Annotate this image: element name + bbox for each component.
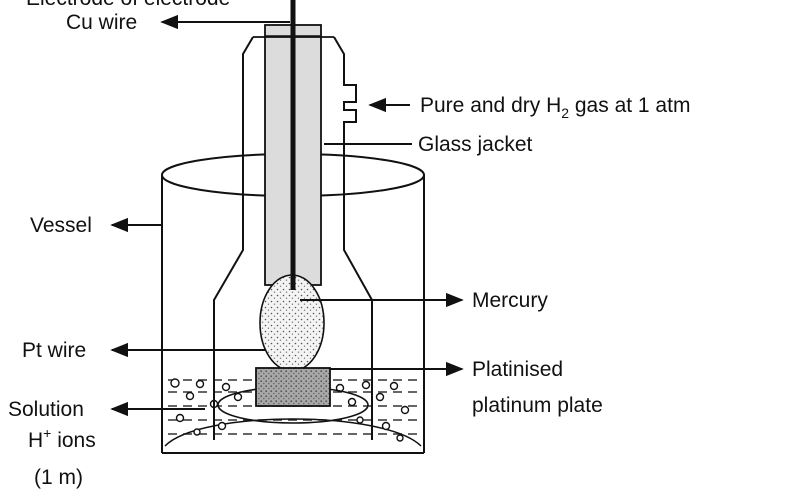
label-solution: Solution [8,398,84,421]
leader-arrows [110,14,464,417]
label-vessel: Vessel [30,214,92,237]
label-glass-jacket: Glass jacket [418,133,533,156]
label-cu-wire: Cu wire [66,11,137,34]
label-hplus-ions: H+ ions [28,425,96,452]
solution-bottom-curve [164,418,422,447]
hplus-superscript: + [43,425,51,441]
label-h2-gas: Pure and dry H2 gas at 1 atm [420,94,690,121]
outer-glass-tube [213,36,373,440]
label-mercury: Mercury [472,289,548,312]
label-pt-wire: Pt wire [22,339,86,362]
label-plate-line2: platinum plate [472,394,603,417]
h2-prefix: Pure and dry H [420,94,561,117]
label-plate-line1: Platinised [472,358,563,381]
label-concentration: (1 m) [34,466,83,489]
h2-suffix: gas at 1 atm [569,94,690,117]
hplus-prefix: H [28,429,43,452]
top-cut-label: Electrode of electrode [26,0,230,10]
h2-subscript: 2 [561,105,569,121]
gas-bubbles [170,378,410,442]
platinised-platinum-plate [255,367,331,407]
hplus-suffix: ions [51,429,95,452]
